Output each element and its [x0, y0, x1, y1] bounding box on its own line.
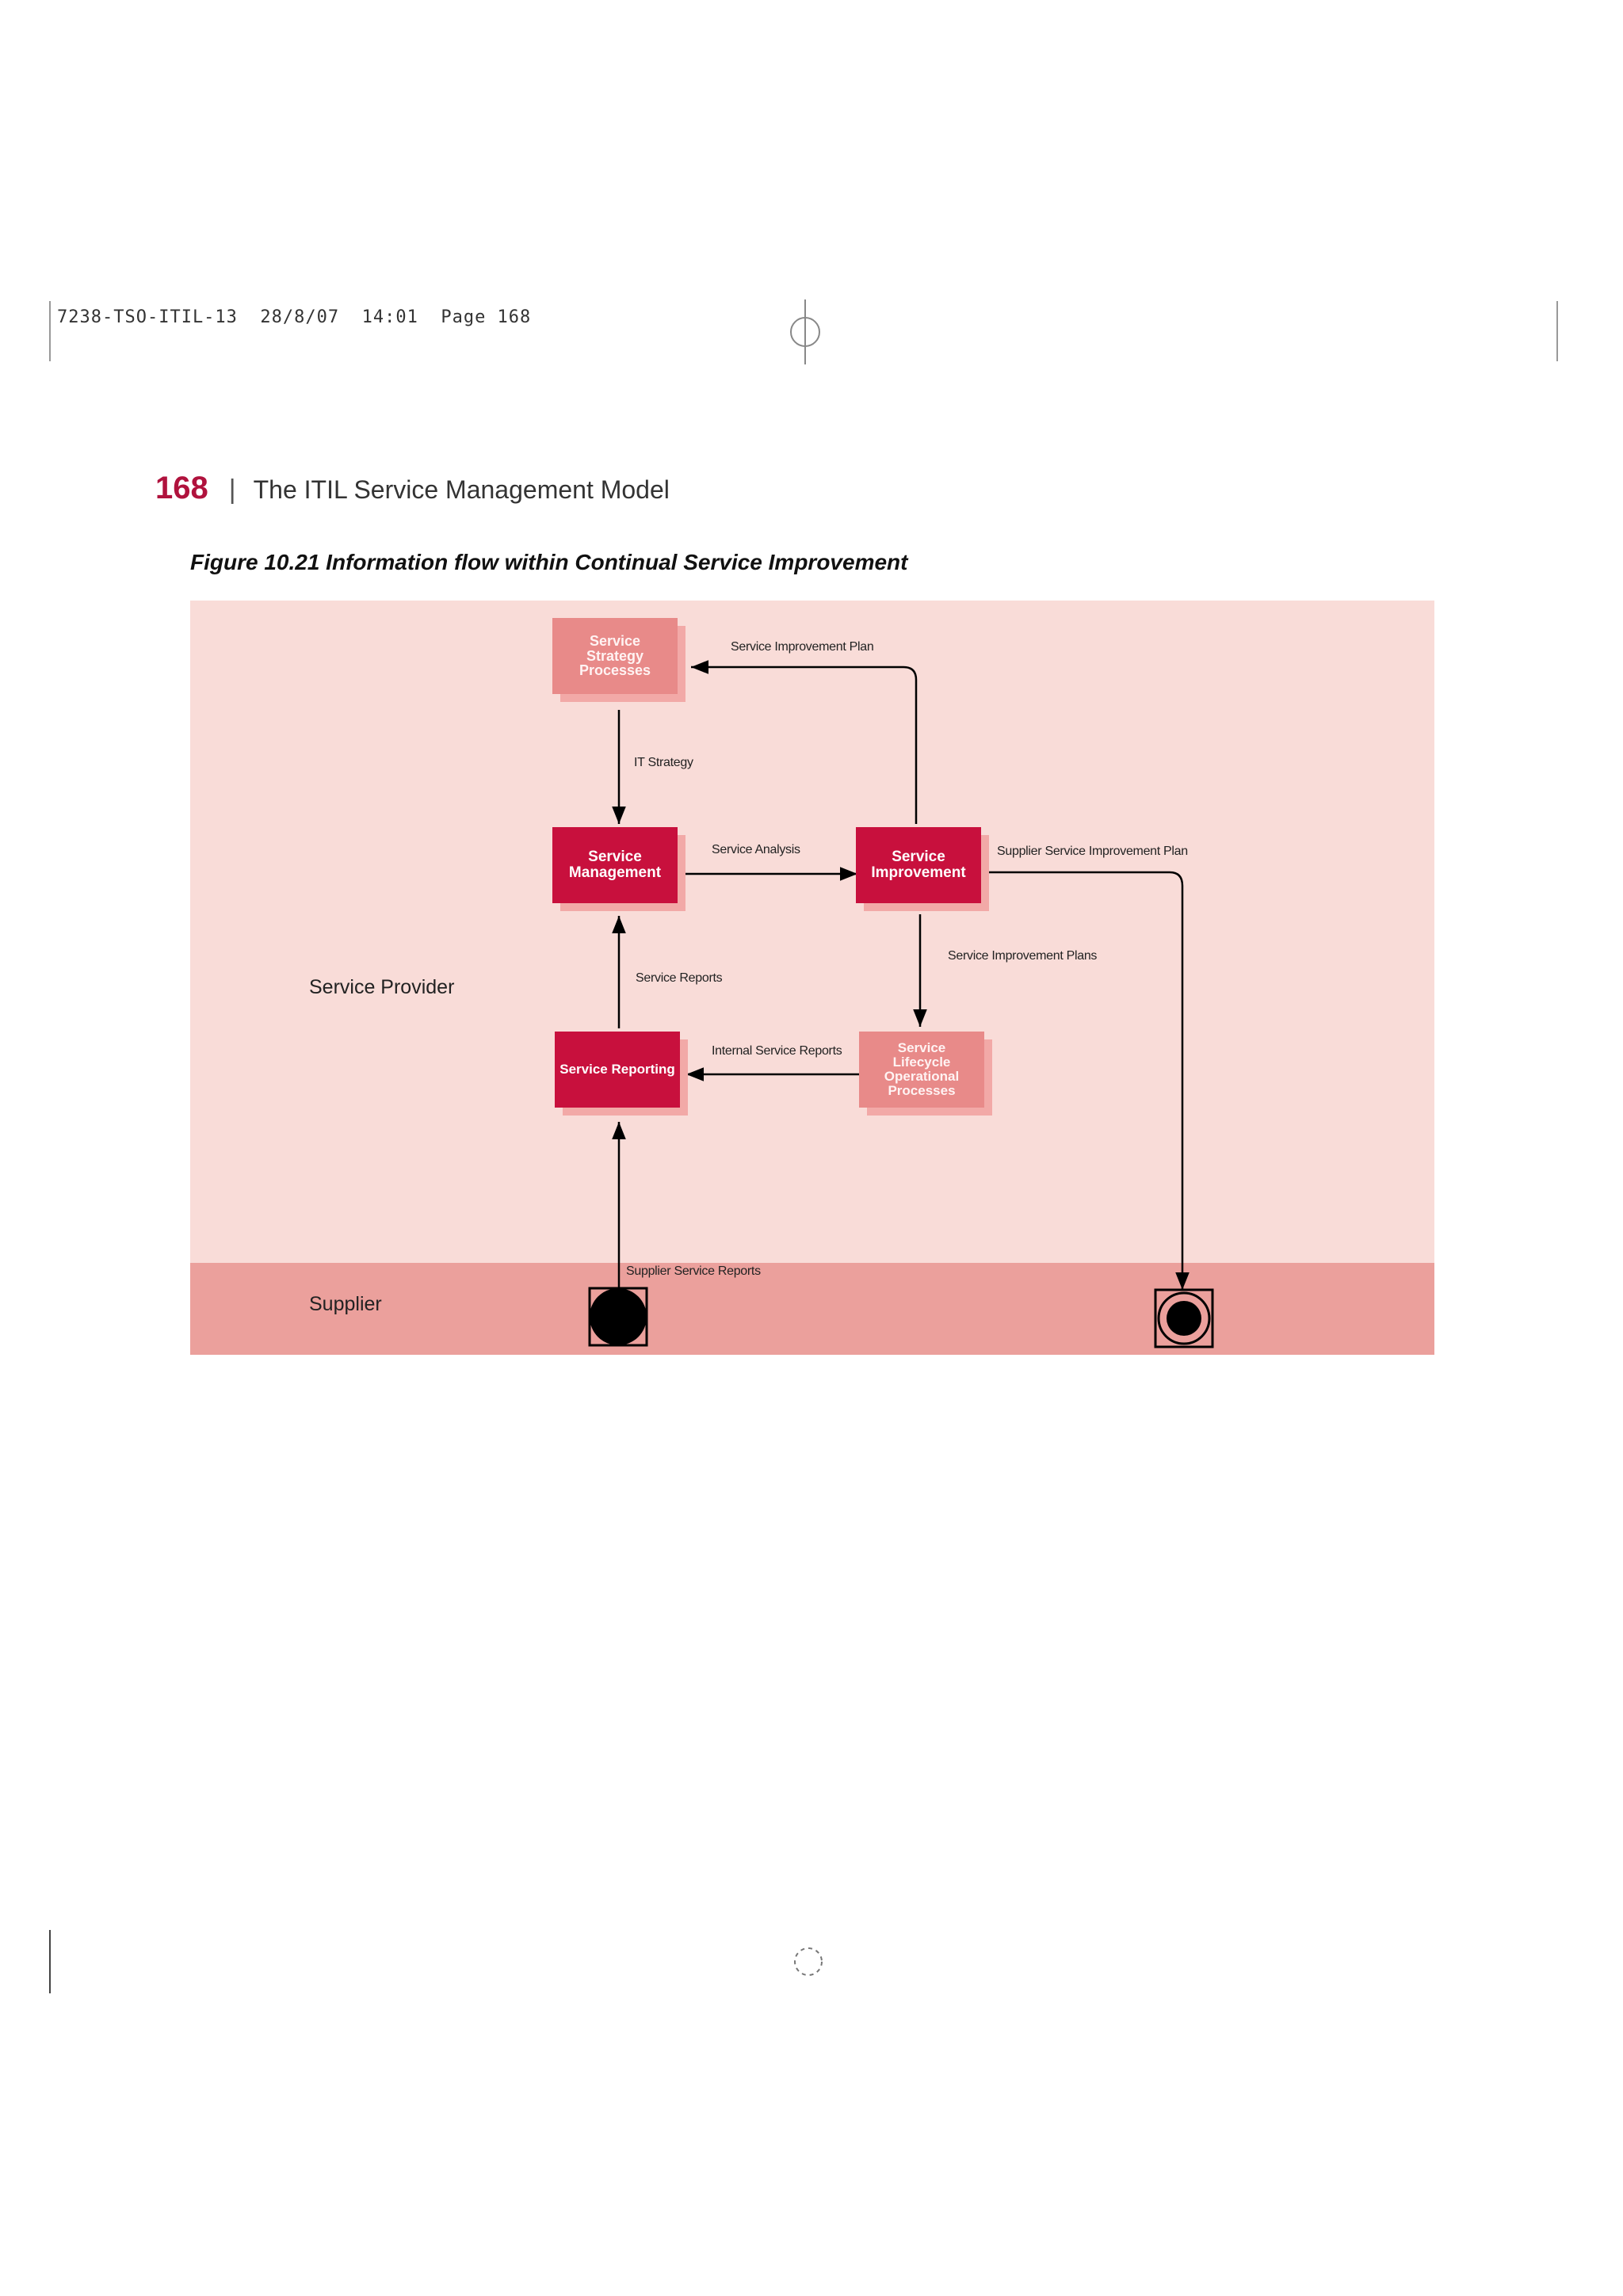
label-service-reports: Service Reports: [636, 971, 723, 985]
supplier-source-terminal-icon: [588, 1287, 648, 1347]
arrow-improvement-plan: [691, 660, 918, 824]
node-service-reporting: Service Reporting: [555, 1032, 680, 1108]
service-provider-zone: [190, 601, 1434, 1263]
node-line: Service: [588, 849, 642, 866]
node-service-management: Service Management: [552, 827, 678, 903]
crop-mark-top-left: [49, 301, 51, 361]
crop-mark-bottom-left: [49, 1930, 51, 1993]
label-service-analysis: Service Analysis: [712, 843, 800, 856]
crop-mark-top-right: [1556, 301, 1558, 361]
flow-arrows: [612, 660, 1190, 1290]
node-service-improvement: Service Improvement: [856, 827, 981, 903]
arrow-supplier-improvement-plan: [983, 871, 1190, 1290]
node-line: Improvement: [871, 864, 966, 881]
node-line: Processes: [579, 662, 651, 679]
service-provider-label: Service Provider: [309, 976, 455, 998]
node-line: Service: [897, 1040, 946, 1056]
node-line: Processes: [888, 1082, 956, 1098]
node-line: Lifecycle: [892, 1055, 951, 1070]
node-service-lifecycle-operational-processes: Service Lifecycle Operational Processes: [859, 1032, 984, 1108]
label-service-improvement-plan: Service Improvement Plan: [731, 640, 874, 654]
node-line: Service: [892, 849, 945, 866]
registration-mark-top-icon: [790, 299, 820, 364]
label-supplier-service-improvement-plan: Supplier Service Improvement Plan: [997, 845, 1188, 858]
label-internal-service-reports: Internal Service Reports: [712, 1044, 842, 1058]
figure-caption: Figure 10.21 Information flow within Con…: [190, 550, 908, 574]
label-service-improvement-plans: Service Improvement Plans: [948, 949, 1098, 963]
supplier-label: Supplier: [309, 1293, 382, 1315]
print-slug: 7238-TSO-ITIL-13 28/8/07 14:01 Page 168: [57, 307, 532, 327]
node-service-strategy-processes: Service Strategy Processes: [552, 618, 678, 694]
node-line: Service: [589, 632, 641, 649]
node-line: Strategy: [586, 647, 643, 664]
running-head: 168 | The ITIL Service Management Model: [155, 471, 670, 506]
label-it-strategy: IT Strategy: [634, 756, 693, 769]
registration-mark-bottom-icon: [794, 1947, 823, 1976]
node-line: Operational: [884, 1069, 960, 1084]
chapter-title: The ITIL Service Management Model: [253, 475, 670, 504]
supplier-sink-terminal-icon: [1154, 1288, 1214, 1348]
label-supplier-service-reports: Supplier Service Reports: [626, 1264, 761, 1278]
supplier-zone: [190, 1263, 1434, 1355]
node-line: Service Reporting: [559, 1062, 675, 1077]
page-number: 168: [155, 471, 208, 505]
head-separator: |: [228, 475, 236, 505]
information-flow-diagram: Service Provider Supplier Service Strate…: [190, 601, 1434, 1355]
node-line: Management: [568, 864, 662, 881]
